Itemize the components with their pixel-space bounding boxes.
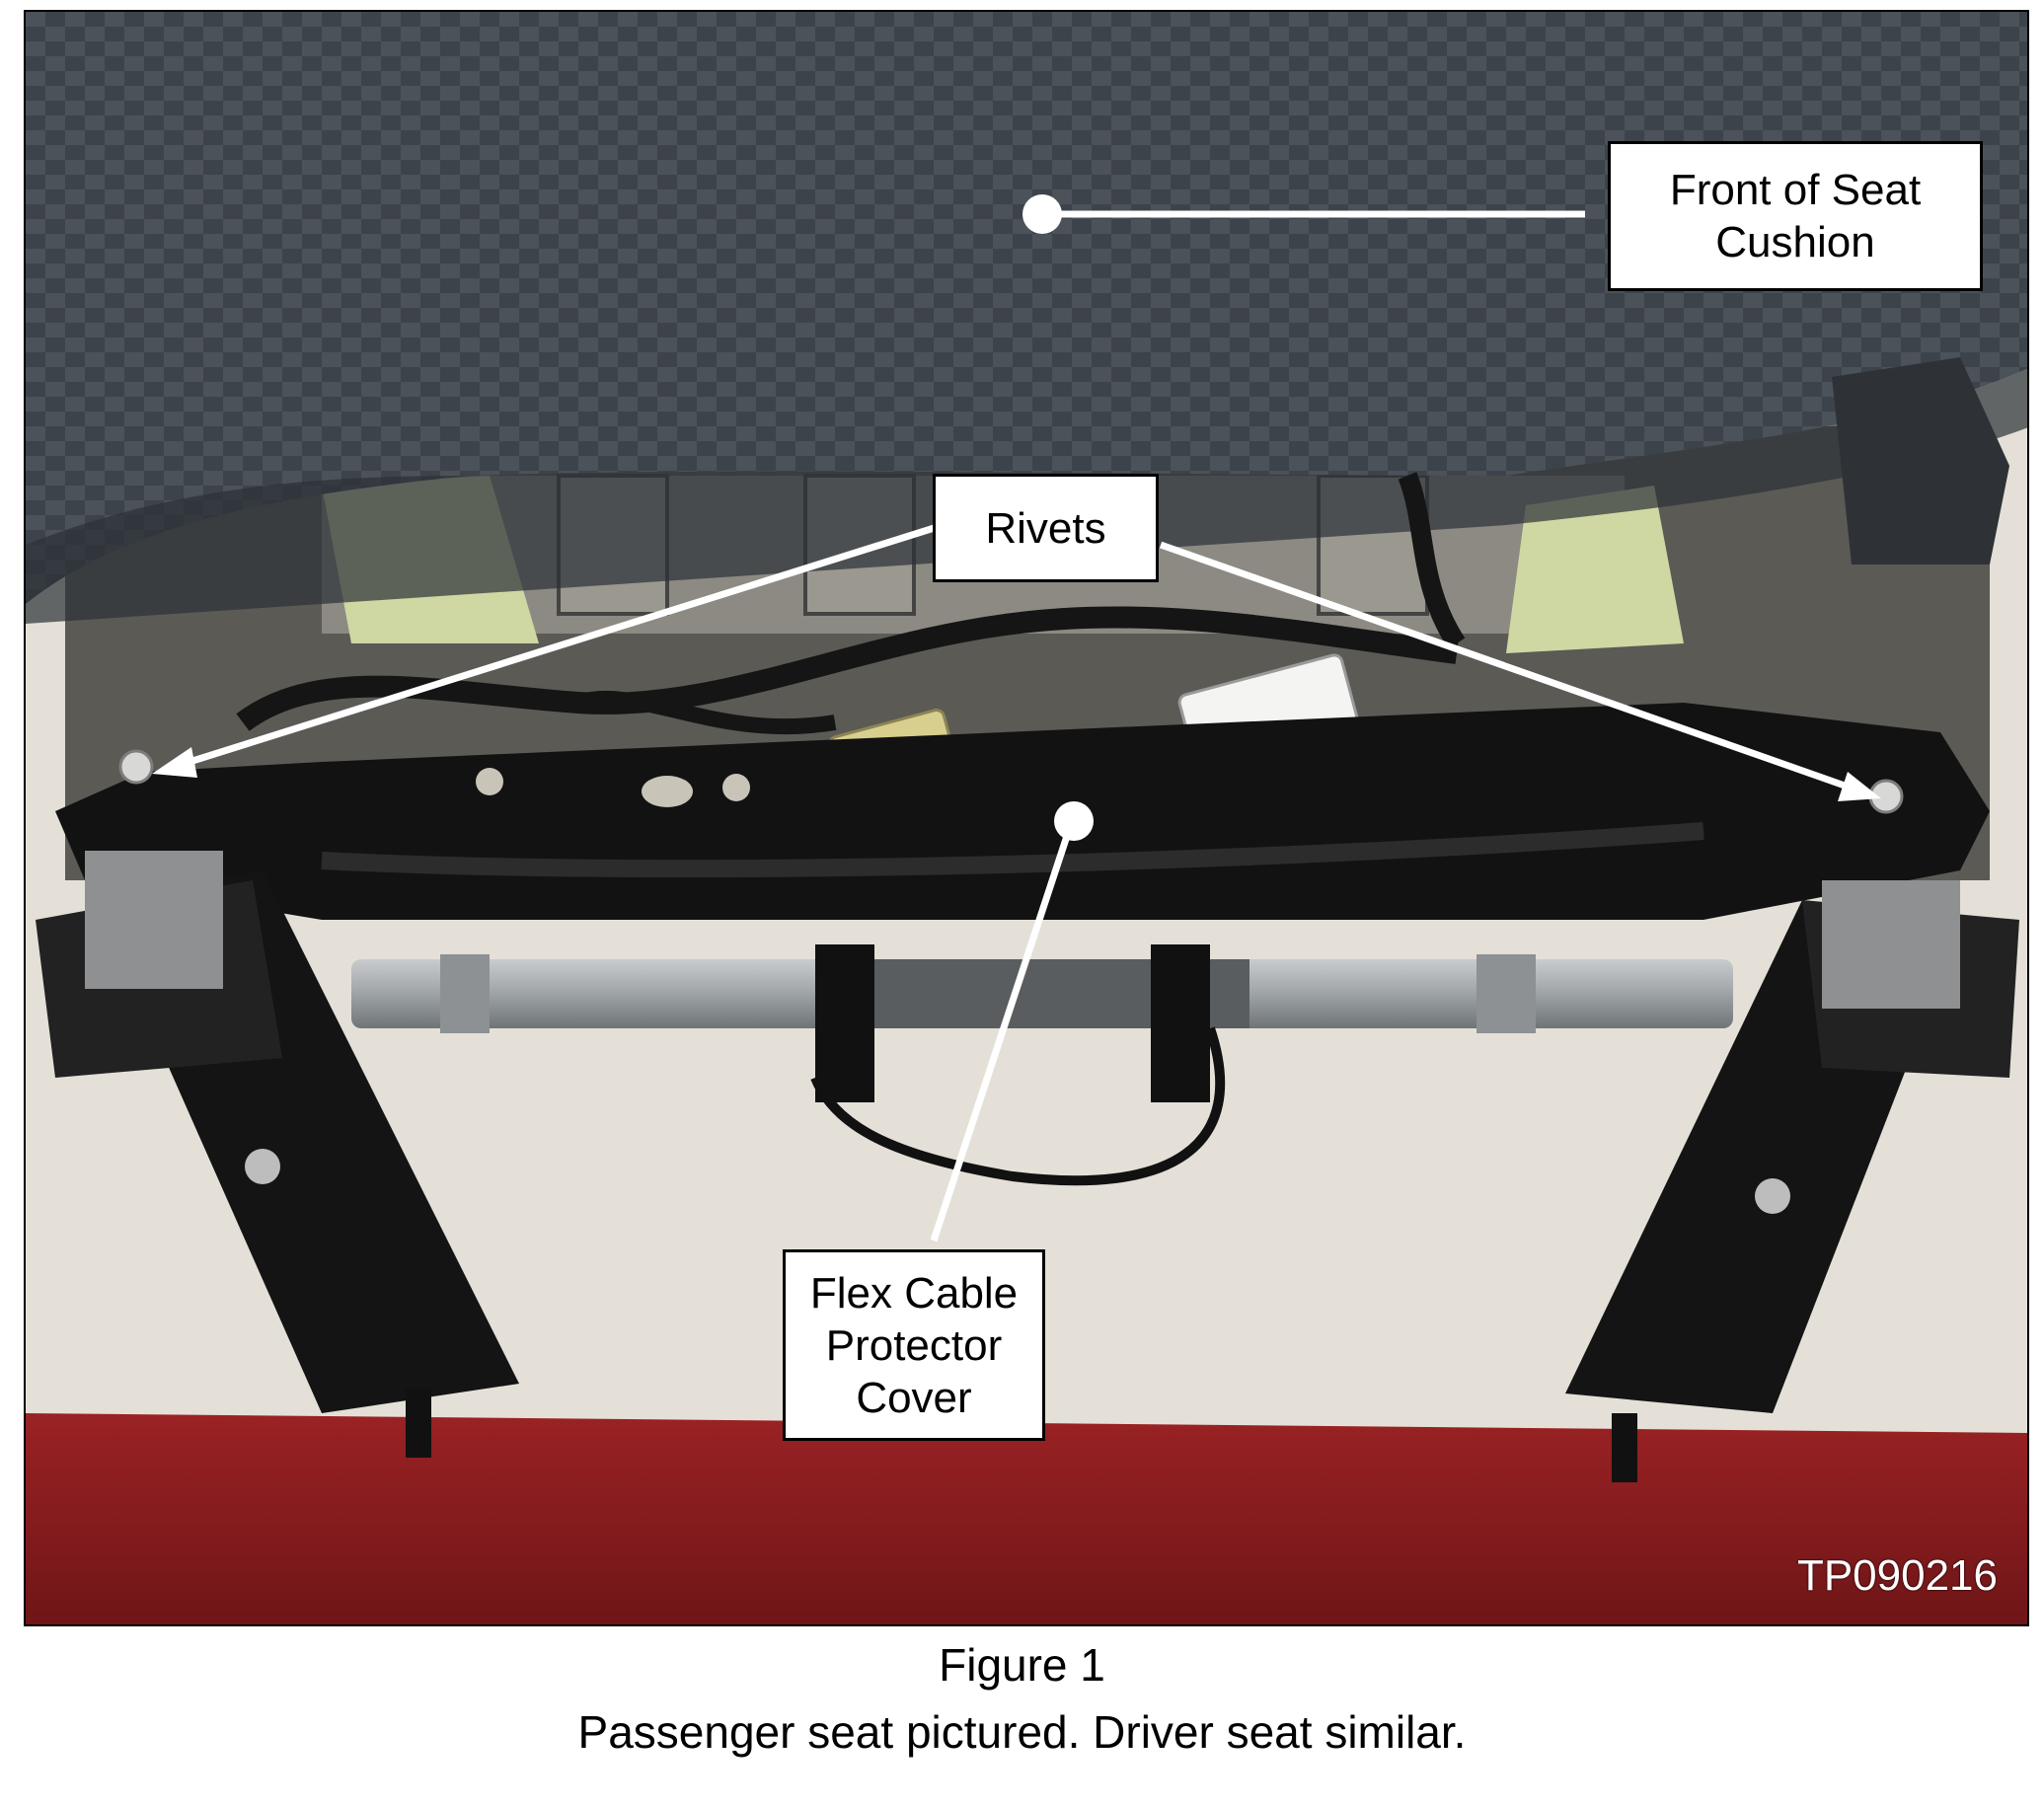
wire-harness bbox=[236, 606, 1459, 731]
callout-lines bbox=[172, 210, 1863, 1242]
photo-id: TP090216 bbox=[1796, 1551, 1998, 1600]
figure-title: Figure 1 bbox=[939, 1639, 1105, 1691]
foam-right bbox=[1506, 486, 1684, 653]
rivet-left bbox=[118, 749, 154, 785]
front-of-seat-cushion-label: Front of Seat Cushion bbox=[1608, 141, 1983, 291]
figure-caption: Passenger seat pictured. Driver seat sim… bbox=[577, 1706, 1467, 1758]
seat-photo: Front of Seat Cushion Rivets Flex Cable … bbox=[24, 10, 2029, 1626]
red-carpet bbox=[26, 1413, 2027, 1624]
rivets-label: Rivets bbox=[933, 474, 1159, 582]
arrowhead-left bbox=[152, 747, 197, 778]
callout-dot-cover bbox=[1054, 801, 1094, 841]
callout-dot-cushion bbox=[1022, 194, 1062, 234]
arrowhead-right bbox=[1838, 772, 1881, 801]
seat-lever bbox=[1832, 357, 2009, 565]
seat-cushion-fabric bbox=[26, 12, 2027, 604]
flex-cable-protector-cover-label: Flex Cable Protector Cover bbox=[783, 1249, 1045, 1441]
